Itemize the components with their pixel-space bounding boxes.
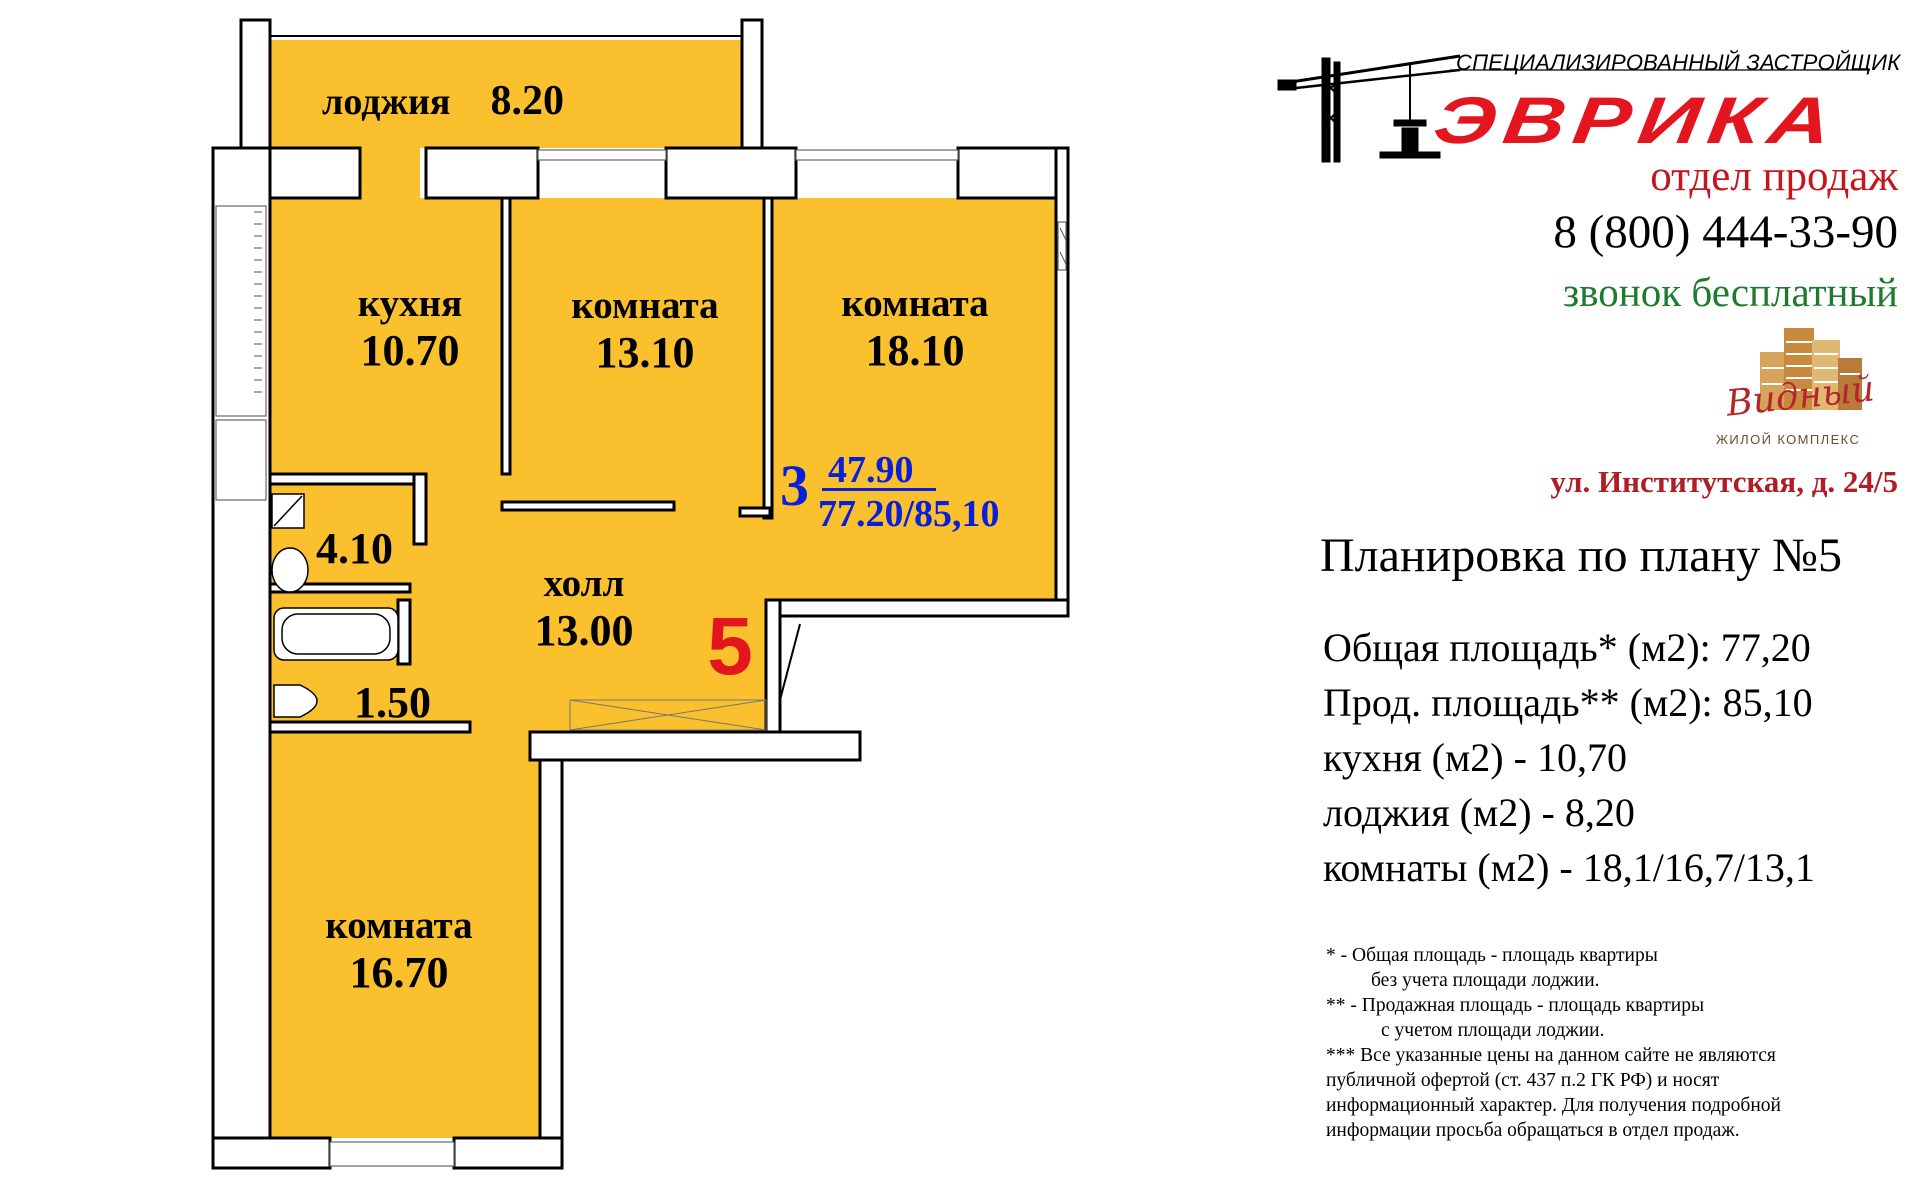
entrance-frame bbox=[569, 699, 767, 731]
note-3-line-3: информационный характер. Для получения п… bbox=[1326, 1095, 1781, 1116]
complex-subtitle: ЖИЛОЙ КОМПЛЕКС bbox=[1716, 432, 1861, 447]
room-right-name: комната bbox=[841, 282, 989, 325]
apartment-total-area: 77.20/85,10 bbox=[818, 493, 1000, 535]
address: ул. Институтская, д. 24/5 bbox=[1550, 464, 1898, 499]
wall-right bbox=[1054, 146, 1070, 616]
toilet-area: 1.50 bbox=[354, 678, 431, 727]
entrance-door bbox=[779, 623, 801, 701]
wall-bath-divider bbox=[268, 582, 412, 594]
floor-plan bbox=[211, 18, 1070, 1170]
window-right-room bbox=[1057, 221, 1067, 271]
loggia-name: лоджия bbox=[322, 81, 451, 123]
window-hatch bbox=[254, 211, 1067, 393]
kitchen-area: 10.70 bbox=[360, 325, 460, 375]
note-1-line-2: без учета площади лоджии. bbox=[1371, 970, 1600, 991]
detail-total-area: Общая площадь* (м2): 77,20 bbox=[1323, 625, 1811, 670]
buildings-icon bbox=[1760, 328, 1862, 410]
logo-caption: СПЕЦИАЛИЗИРОВАННЫЙ ЗАСТРОЙЩИК bbox=[1456, 50, 1901, 75]
window-kitchen bbox=[215, 205, 267, 417]
room-middle-label: комната 13.10 bbox=[560, 284, 730, 377]
main-floor bbox=[270, 198, 1056, 612]
loggia-floor bbox=[270, 40, 742, 148]
plumbing bbox=[271, 493, 399, 718]
wall-top-3 bbox=[664, 146, 798, 200]
wall-kitchen-right bbox=[500, 196, 512, 476]
loggia-area: 8.20 bbox=[490, 78, 564, 124]
apartment-details: Общая площадь* (м2): 77,20 Прод. площадь… bbox=[1323, 620, 1815, 895]
hall-label: холл 13.00 bbox=[524, 562, 644, 655]
detail-rooms: комнаты (м2) - 18,1/16,7/13,1 bbox=[1323, 845, 1815, 890]
crane-icon bbox=[1277, 54, 1461, 163]
window-bath bbox=[215, 419, 267, 501]
bottom-room-floor bbox=[270, 732, 540, 1138]
room-middle-area: 13.10 bbox=[595, 327, 695, 377]
room-right-area: 18.10 bbox=[865, 325, 965, 375]
room-bottom-name: комната bbox=[325, 904, 473, 947]
free-call-label: звонок бесплатный bbox=[1562, 269, 1898, 315]
detail-kitchen: кухня (м2) - 10,70 bbox=[1323, 735, 1627, 780]
wall-loggia-left bbox=[239, 18, 272, 154]
note-1-line-1: * - Общая площадь - площадь квартиры bbox=[1326, 945, 1658, 966]
crane-logo bbox=[1277, 54, 1870, 163]
wall-bottom-2 bbox=[452, 1136, 564, 1170]
bathtub bbox=[273, 607, 399, 661]
hall-area: 13.00 bbox=[534, 605, 634, 655]
window-top-room-1 bbox=[537, 149, 667, 161]
apartment-room-count: 3 bbox=[780, 453, 809, 518]
note-2-line-1: ** - Продажная площадь - площадь квартир… bbox=[1326, 995, 1705, 1016]
note-2-line-2: с учетом площади лоджии. bbox=[1381, 1020, 1605, 1041]
wall-loggia-right bbox=[740, 18, 764, 150]
detail-sale-area: Прод. площадь** (м2): 85,10 bbox=[1323, 680, 1813, 725]
complex-logo-icon bbox=[1760, 328, 1862, 410]
windows bbox=[215, 149, 1067, 1167]
detail-loggia: лоджия (м2) - 8,20 bbox=[1323, 790, 1635, 835]
entrance bbox=[569, 623, 801, 731]
floor-area bbox=[270, 40, 1056, 1138]
toilet-bowl bbox=[273, 684, 318, 718]
wall-hall-bottom bbox=[528, 730, 862, 762]
layout-title: Планировка по плану №5 bbox=[1320, 529, 1842, 582]
note-3-line-2: публичной офертой (ст. 437 п.2 ГК РФ) и … bbox=[1326, 1070, 1720, 1091]
wall-top-2 bbox=[424, 146, 540, 200]
wall-right-room-bottom bbox=[738, 506, 772, 518]
kitchen-label: кухня 10.70 bbox=[340, 282, 480, 375]
wall-middle-room-bottom bbox=[500, 500, 676, 512]
sales-department-label: отдел продаж bbox=[1650, 153, 1898, 200]
window-bottom-room bbox=[329, 1141, 455, 1167]
wall-hall-step bbox=[774, 598, 1070, 618]
wall-bath-right bbox=[412, 472, 428, 546]
room-bottom-area: 16.70 bbox=[349, 947, 449, 997]
loggia-label: лоджия 8.20 bbox=[322, 78, 564, 125]
note-3-line-1: *** Все указанные цены на данном сайте н… bbox=[1326, 1045, 1776, 1066]
bathroom-area: 4.10 bbox=[316, 524, 393, 573]
hall-name: холл bbox=[543, 562, 625, 605]
wall-bottom-right bbox=[538, 758, 564, 1170]
logo-wordmark: ЭВРИКА bbox=[1429, 83, 1844, 157]
wall-toilet-right bbox=[396, 598, 412, 666]
room-right-label: комната 18.10 bbox=[830, 282, 1000, 375]
wall-rooms-divider bbox=[762, 196, 774, 520]
room-middle-name: комната bbox=[571, 284, 719, 327]
wall-bottom-room-top bbox=[268, 720, 472, 734]
footnotes: * - Общая площадь - площадь квартиры без… bbox=[1326, 943, 1781, 1143]
wall-top-4 bbox=[956, 146, 1058, 200]
phone-number[interactable]: 8 (800) 444-33-90 bbox=[1553, 206, 1898, 258]
note-3-line-4: информации просьба обращаться в отдел пр… bbox=[1326, 1120, 1740, 1141]
kitchen-name: кухня bbox=[357, 282, 463, 325]
fraction-bar bbox=[822, 488, 936, 491]
plan-number: 5 bbox=[707, 601, 753, 692]
wall-bath-top bbox=[268, 472, 428, 486]
washbasin bbox=[271, 547, 309, 593]
window-top-room-2 bbox=[795, 149, 959, 161]
apartment-living-area: 47.90 bbox=[828, 449, 914, 491]
wall-bottom-1 bbox=[211, 1136, 332, 1170]
room-bottom-label: комната 16.70 bbox=[314, 904, 484, 997]
loggia-passage-floor bbox=[360, 148, 420, 198]
